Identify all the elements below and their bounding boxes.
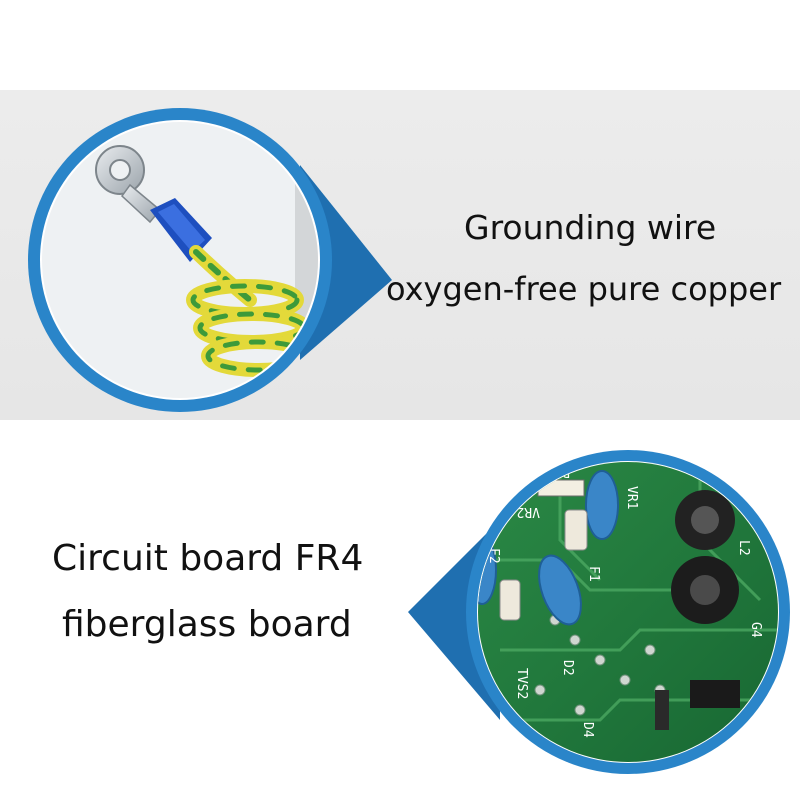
circuit-board-callout: R1 VR1 VR2 F2 F1 L2 G4 TVS2 D2 D4 — [408, 450, 790, 774]
svg-text:D2: D2 — [560, 660, 575, 676]
svg-text:L2: L2 — [736, 540, 751, 556]
grounding-wire-callout — [28, 108, 392, 412]
circuit-board-material-caption: fiberglass board — [62, 604, 352, 645]
grounding-wire-caption: Grounding wire — [464, 208, 717, 247]
svg-text:VR1: VR1 — [624, 486, 639, 509]
svg-text:VR2: VR2 — [517, 504, 540, 519]
svg-text:G4: G4 — [748, 622, 763, 638]
svg-text:TVS2: TVS2 — [514, 668, 529, 699]
circuit-board-photo: R1 VR1 VR2 F2 F1 L2 G4 TVS2 D2 D4 — [478, 462, 778, 762]
grounding-wire-material-caption: oxygen-free pure copper — [386, 270, 782, 308]
svg-text:F1: F1 — [586, 566, 601, 582]
circuit-board-caption: Circuit board FR4 — [52, 538, 364, 579]
svg-text:D4: D4 — [580, 722, 595, 738]
